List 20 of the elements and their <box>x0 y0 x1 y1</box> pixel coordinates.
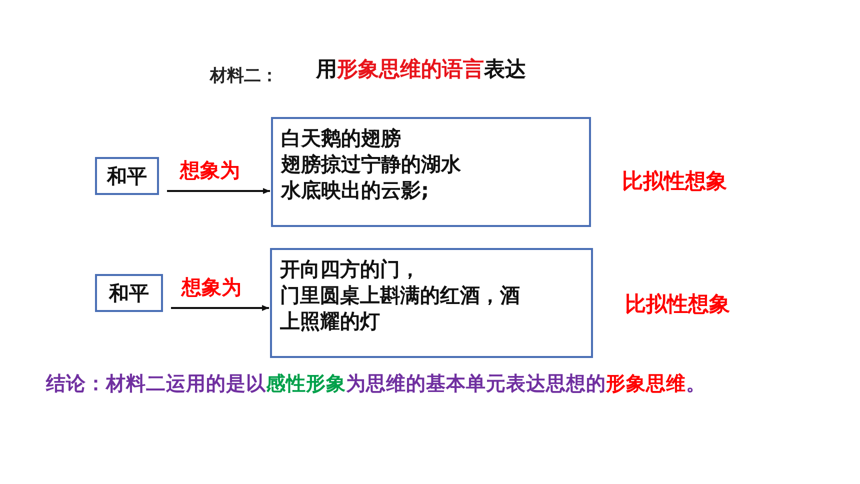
arrow <box>167 188 270 194</box>
box-text: 白天鹅的翅膀 <box>281 125 402 151</box>
side-note: 比拟性想象 <box>622 168 727 195</box>
box-text: 门里圆桌上斟满的红酒，酒上照耀的灯 <box>280 282 521 334</box>
text-box <box>270 248 593 358</box>
box-text: 和平 <box>106 163 148 189</box>
arrow <box>171 305 269 311</box>
box-text: 和平 <box>108 280 150 306</box>
edge-label: 想象为 <box>182 274 242 301</box>
box-text: 翅膀掠过宁静的湖水 <box>281 151 462 177</box>
term-box <box>95 157 159 195</box>
conclusion-text: 结论：材料二运用的是以感性形象为思维的基本单元表达思想的形象思维。 <box>46 371 706 397</box>
box-text: 水底映出的云影; <box>281 177 430 203</box>
box-text: 开向四方的门， <box>280 256 421 282</box>
side-note: 比拟性想象 <box>625 291 730 318</box>
heading: 用形象思维的语言表达 <box>316 56 526 83</box>
material-label: 材料二： <box>210 65 278 87</box>
edge-label: 想象为 <box>180 157 240 184</box>
text-box <box>271 117 591 227</box>
term-box <box>95 274 163 312</box>
